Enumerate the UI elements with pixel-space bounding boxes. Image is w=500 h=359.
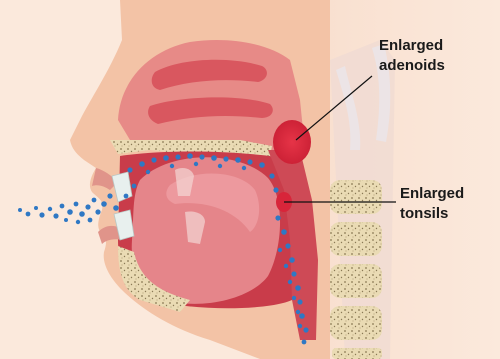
tonsils-label: Enlarged tonsils bbox=[400, 184, 464, 224]
adenoids-label: Enlarged adenoids bbox=[379, 36, 445, 76]
vertebrae bbox=[330, 180, 382, 359]
enlarged-adenoids bbox=[273, 120, 311, 164]
